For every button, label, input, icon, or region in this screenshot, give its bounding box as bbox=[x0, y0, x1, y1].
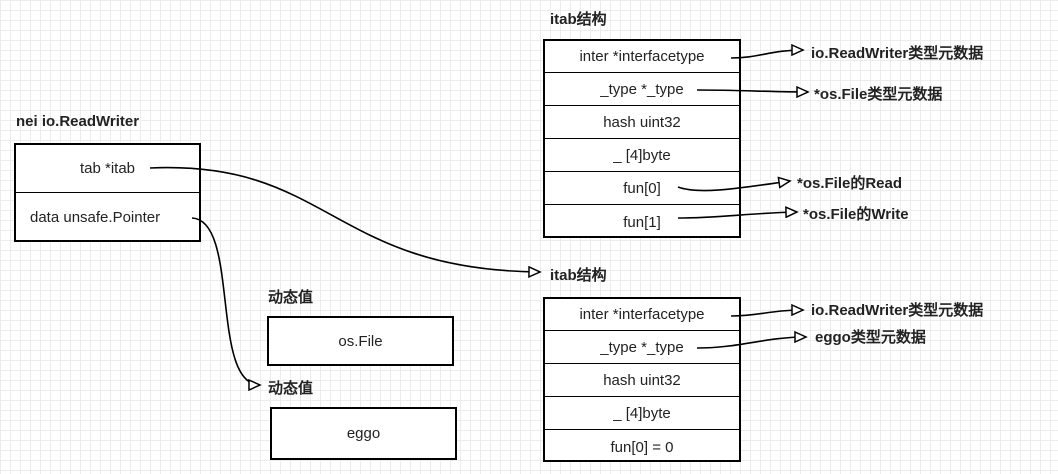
dyn1-title: 动态值 bbox=[268, 289, 314, 306]
nei-data-field: data unsafe.Pointer bbox=[30, 208, 161, 226]
itab1-inter-target: io.ReadWriter类型元数据 bbox=[811, 45, 984, 62]
itab1-fun1-target: *os.File的Write bbox=[803, 206, 909, 223]
itab1-box: inter *interfacetype _type *_type hash u… bbox=[543, 39, 741, 238]
itab1-field-type: _type *_type bbox=[545, 74, 739, 106]
nei-title: nei io.ReadWriter bbox=[16, 113, 140, 130]
itab2-type-target: eggo类型元数据 bbox=[815, 329, 926, 346]
itab2-field-pad: _ [4]byte bbox=[545, 398, 739, 430]
nei-tab-field: tab *itab bbox=[16, 145, 199, 193]
dyn2-value-box: eggo bbox=[270, 407, 457, 460]
itab1-field-pad: _ [4]byte bbox=[545, 140, 739, 172]
itab2-field-inter: inter *interfacetype bbox=[545, 299, 739, 331]
itab1-field-fun0: fun[0] bbox=[545, 173, 739, 205]
dyn2-title: 动态值 bbox=[268, 380, 314, 397]
itab2-box: inter *interfacetype _type *_type hash u… bbox=[543, 297, 741, 462]
arrow-tab-to-itab2 bbox=[149, 166, 540, 272]
itab1-field-inter: inter *interfacetype bbox=[545, 41, 739, 73]
itab1-title: itab结构 bbox=[550, 11, 607, 28]
itab1-field-fun1: fun[1] bbox=[623, 213, 661, 231]
itab2-title: itab结构 bbox=[550, 267, 607, 284]
itab1-fun0-target: *os.File的Read bbox=[797, 175, 903, 192]
itab1-field-hash: hash uint32 bbox=[545, 107, 739, 139]
arrow-data-to-dyn2 bbox=[191, 217, 260, 385]
nei-box: tab *itab data unsafe.Pointer bbox=[14, 143, 201, 242]
arrow-itab2-inter bbox=[730, 310, 803, 317]
dyn1-value-box: os.File bbox=[267, 316, 454, 366]
itab2-inter-target: io.ReadWriter类型元数据 bbox=[811, 302, 984, 319]
arrow-itab1-inter bbox=[730, 50, 803, 59]
itab2-field-hash: hash uint32 bbox=[545, 365, 739, 397]
itab2-field-fun0: fun[0] = 0 bbox=[610, 438, 674, 456]
itab1-type-target: *os.File类型元数据 bbox=[814, 86, 943, 103]
itab2-field-type: _type *_type bbox=[545, 332, 739, 364]
